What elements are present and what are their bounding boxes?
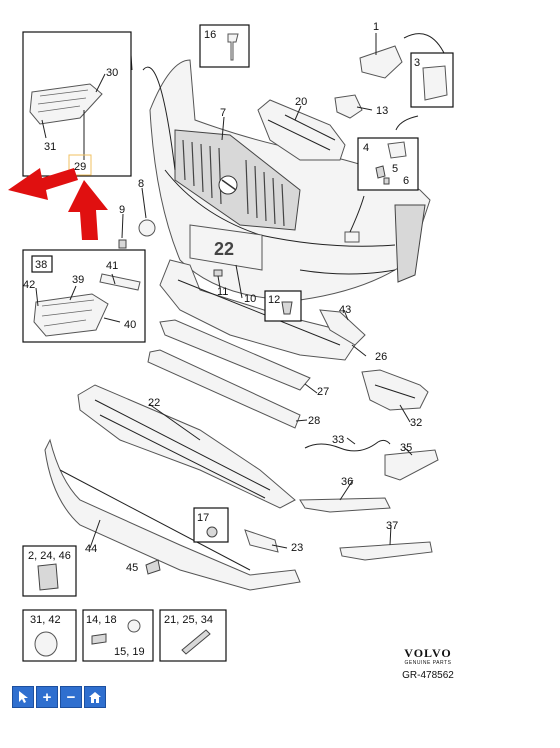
callout-28: 28: [308, 415, 320, 427]
callout-45: 45: [126, 562, 138, 574]
detail-box-12: 12: [264, 290, 302, 322]
svg-text:3: 3: [414, 57, 420, 69]
callout-31-42: 31, 42: [30, 614, 61, 626]
callout-43: 43: [339, 304, 351, 316]
lower-spoiler: [44, 438, 301, 591]
callout-11: 11: [217, 286, 228, 298]
svg-text:16: 16: [204, 29, 216, 41]
cover-23: [244, 529, 279, 553]
callout-38: 38: [35, 259, 47, 271]
callout-10: 10: [244, 293, 256, 305]
screw-11: [213, 269, 223, 277]
callout-21-25-34: 21, 25, 34: [164, 614, 213, 626]
svg-text:12: 12: [268, 294, 280, 306]
skid-plate: [77, 384, 296, 509]
leader-lines: [89, 33, 446, 549]
callout-7: 7: [220, 107, 226, 119]
impact-absorber: [159, 259, 356, 361]
wiring-33: [304, 439, 391, 452]
detail-box-4-6: [357, 137, 419, 191]
callout-14-18: 14, 18: [86, 614, 117, 626]
zoom-in-button[interactable]: +: [36, 686, 58, 708]
callout-29: 29: [74, 161, 86, 173]
volvo-logo: VOLVO: [404, 646, 452, 660]
diagram-code: GR-478562: [402, 670, 454, 681]
trim-36: [299, 497, 391, 513]
callout-4: 4: [363, 142, 369, 154]
callout-40: 40: [124, 319, 136, 331]
box-21-25-34: [159, 609, 227, 662]
svg-text:17: 17: [197, 512, 209, 524]
callout-33: 33: [332, 434, 344, 446]
callout-32: 32: [410, 417, 422, 429]
upper-bracket: [257, 99, 346, 161]
detail-box-17: 17: [193, 507, 229, 543]
box-31-42: [22, 609, 77, 662]
deflector-28: [147, 349, 301, 429]
detail-box-3: 3: [410, 52, 454, 108]
callout-26: 26: [375, 351, 387, 363]
zoom-out-icon: −: [66, 688, 76, 706]
callout-13: 13: [376, 105, 388, 117]
callout-20: 20: [295, 96, 307, 108]
viewer-toolbar: + −: [12, 686, 106, 708]
home-button[interactable]: [84, 686, 106, 708]
pointer-button[interactable]: [12, 686, 34, 708]
svg-text:22: 22: [214, 239, 234, 259]
tow-eye-cover: [138, 219, 156, 237]
trim-37: [339, 541, 433, 561]
inset-box-38: [22, 249, 146, 343]
callout-27: 27: [317, 386, 329, 398]
pointer-icon: [17, 690, 29, 704]
zoom-out-button[interactable]: −: [60, 686, 82, 708]
callout-31: 31: [44, 141, 56, 153]
callout-1: 1: [373, 21, 379, 33]
callout-41: 41: [106, 260, 118, 272]
callout-9: 9: [119, 204, 125, 216]
callout-30: 30: [106, 67, 118, 79]
callout-37: 37: [386, 520, 398, 532]
highlight-label-29: [68, 154, 92, 176]
callout-23: 23: [291, 542, 303, 554]
callout-35: 35: [400, 442, 412, 454]
callout-5: 5: [392, 163, 398, 175]
callout-22: 22: [148, 397, 160, 409]
callout-15-19: 15, 19: [114, 646, 145, 658]
callout-8: 8: [138, 178, 144, 190]
clip-9: [118, 239, 127, 249]
home-icon: [88, 691, 102, 704]
license-plate-holder: 22: [189, 224, 263, 271]
brand-subtitle: GENUINE PARTS: [404, 660, 452, 666]
callout-42: 42: [23, 279, 35, 291]
inset-box-29: [22, 31, 132, 177]
detail-box-16: 16: [199, 24, 250, 68]
screw-45: [145, 559, 161, 575]
grille: [174, 129, 301, 231]
callout-labels: 1 7 20 13 4 5 6 8 9 11 10 43 26 27 28 22…: [23, 21, 422, 658]
box-14-18: [82, 609, 154, 662]
fog-lamp-bracket: [361, 369, 429, 411]
running-light-35: [384, 449, 439, 481]
highlight-arrows: [8, 168, 108, 240]
callout-6: 6: [403, 175, 409, 187]
callout-2-24-46: 2, 24, 46: [28, 550, 71, 562]
bracket-13: [334, 94, 363, 119]
air-guide-43: [319, 309, 366, 346]
zoom-in-icon: +: [42, 688, 52, 706]
callout-36: 36: [341, 476, 353, 488]
box-2-24-46: [22, 545, 77, 597]
brand-block: VOLVO GENUINE PARTS GR-478562: [396, 646, 460, 681]
callout-44: 44: [85, 543, 97, 555]
bracket-1: [359, 45, 403, 79]
callout-39: 39: [72, 274, 84, 286]
